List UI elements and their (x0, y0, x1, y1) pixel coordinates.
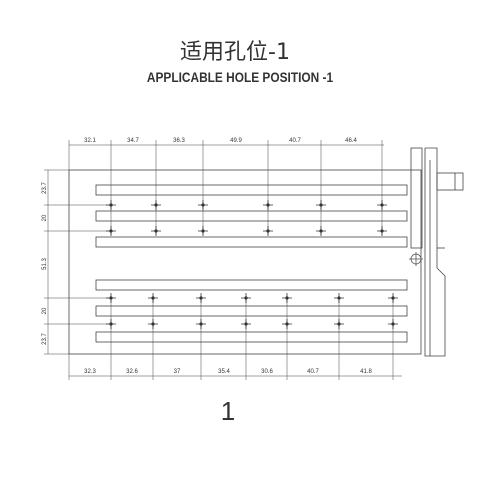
hole-marker-26 (388, 319, 398, 329)
hole-marker-10 (263, 226, 273, 236)
slot-4 (95, 279, 408, 291)
hole-marker-5 (316, 200, 326, 210)
bottom-dim-6: 40.7 (307, 369, 319, 375)
top-dimension-lines (68, 140, 384, 235)
bottom-dim-4: 35.4 (218, 369, 230, 375)
slot-3 (95, 236, 408, 248)
hole-marker-20 (106, 319, 116, 329)
slot-1 (95, 184, 408, 196)
hole-marker-8 (151, 226, 161, 236)
hole-marker-3 (198, 200, 208, 210)
top-dim-5: 40.7 (289, 138, 301, 144)
hole-marker-9 (198, 226, 208, 236)
left-dim-3: 51.3 (42, 258, 48, 270)
side-bracket (410, 147, 464, 357)
hole-marker-22 (196, 319, 206, 329)
hole-marker-14 (148, 293, 158, 303)
bottom-dimension-lines (68, 298, 402, 380)
left-dim-1: 23.7 (42, 182, 48, 194)
hole-marker-19 (388, 293, 398, 303)
plate-outline (68, 169, 422, 355)
hole-marker-2 (151, 200, 161, 210)
top-dim-3: 36.3 (173, 138, 185, 144)
top-dim-1: 32.1 (84, 138, 96, 144)
hole-marker-13 (106, 293, 116, 303)
left-dim-2: 20 (42, 214, 48, 221)
hole-marker-6 (377, 200, 387, 210)
hole-marker-18 (334, 293, 344, 303)
hole-marker-11 (316, 226, 326, 236)
hole-marker-16 (241, 293, 251, 303)
hole-marker-17 (282, 293, 292, 303)
slot-2 (95, 210, 408, 222)
hole-marker-25 (334, 319, 344, 329)
page-number: 1 (220, 396, 236, 426)
left-dim-5: 23.7 (42, 333, 48, 345)
hole-marker-23 (241, 319, 251, 329)
title-chinese: 适用孔位-1 (180, 40, 290, 65)
left-dimension-lines (44, 169, 111, 355)
hole-marker-15 (196, 293, 206, 303)
bottom-dim-1: 32.3 (84, 369, 96, 375)
title-english: APPLICABLE HOLE POSITION -1 (146, 70, 334, 85)
bottom-dim-3: 37 (174, 369, 181, 375)
hole-marker-12 (377, 226, 387, 236)
bottom-dim-5: 30.6 (261, 369, 273, 375)
hole-marker-24 (282, 319, 292, 329)
hole-marker-4 (263, 200, 273, 210)
bottom-dim-2: 32.6 (126, 369, 138, 375)
hole-markers (106, 200, 398, 329)
left-dim-4: 20 (42, 307, 48, 314)
top-dim-4: 49.9 (230, 138, 242, 144)
bottom-dim-7: 41.8 (360, 369, 372, 375)
hole-marker-21 (148, 319, 158, 329)
crosshair-icon (409, 252, 423, 266)
slot-6 (95, 331, 408, 343)
top-dim-6: 46.4 (345, 138, 357, 144)
slot-5 (95, 305, 408, 317)
top-dim-2: 34.7 (127, 138, 139, 144)
hole-marker-1 (106, 200, 116, 210)
hole-marker-7 (106, 226, 116, 236)
